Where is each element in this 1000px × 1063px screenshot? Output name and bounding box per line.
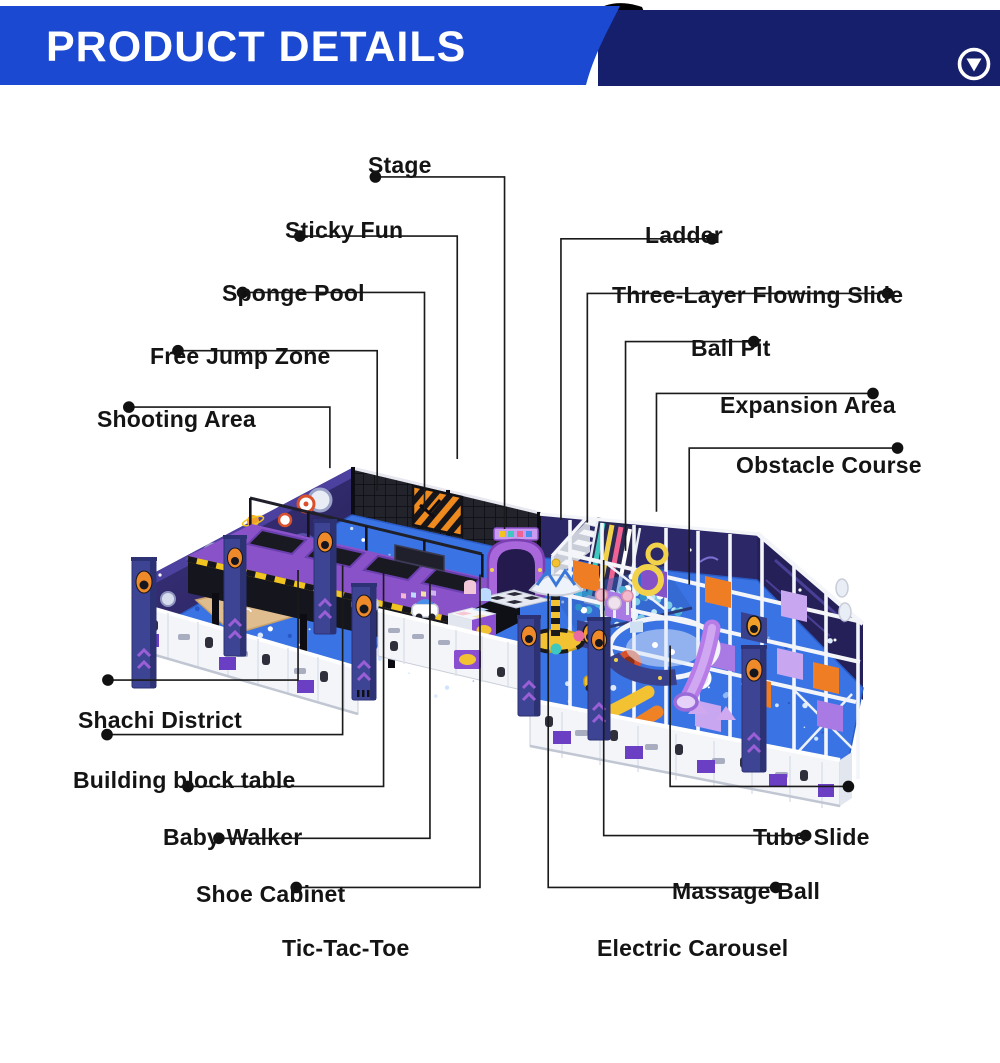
header-banner: PRODUCT DETAILS	[0, 0, 1000, 96]
callout-label-tube-slide: Tube Slide	[753, 824, 870, 850]
stage-arch	[464, 527, 551, 609]
callout-label-building-block-table: Building block table	[73, 767, 296, 793]
playground-illustration	[131, 466, 865, 808]
callout-label-tic-tac-toe: Tic-Tac-Toe	[282, 935, 410, 961]
banner-bar	[598, 10, 1000, 86]
callout-label-three-layer-flowing-slide: Three-Layer Flowing Slide	[612, 282, 904, 308]
callout-label-stage: Stage	[368, 152, 432, 178]
callout-label-baby-walker: Baby Walker	[163, 824, 303, 850]
callout-label-shachi-district: Shachi District	[78, 707, 243, 733]
callout-label-obstacle-course: Obstacle Course	[736, 452, 922, 478]
banner-graphic	[0, 3, 1000, 86]
page-title: PRODUCT DETAILS	[46, 23, 467, 71]
callout-label-ladder: Ladder	[645, 222, 723, 248]
callout-label-free-jump-zone: Free Jump Zone	[150, 343, 331, 369]
callout-label-ball-pit: Ball Pit	[691, 335, 771, 361]
callout-label-shoe-cabinet: Shoe Cabinet	[196, 881, 346, 907]
cabinet-sign	[454, 650, 481, 669]
circle-down-arrow-icon[interactable]	[957, 47, 991, 81]
callout-label-sponge-pool: Sponge Pool	[222, 280, 365, 306]
callout-label-massage-ball: Massage Ball	[672, 878, 821, 904]
callout-label-shooting-area: Shooting Area	[97, 406, 256, 432]
callout-label-expansion-area: Expansion Area	[720, 392, 896, 418]
banner-ribbon	[0, 6, 620, 85]
callout-label-electric-carousel: Electric Carousel	[597, 935, 789, 961]
callout-label-sticky-fun: Sticky Fun	[285, 217, 404, 243]
